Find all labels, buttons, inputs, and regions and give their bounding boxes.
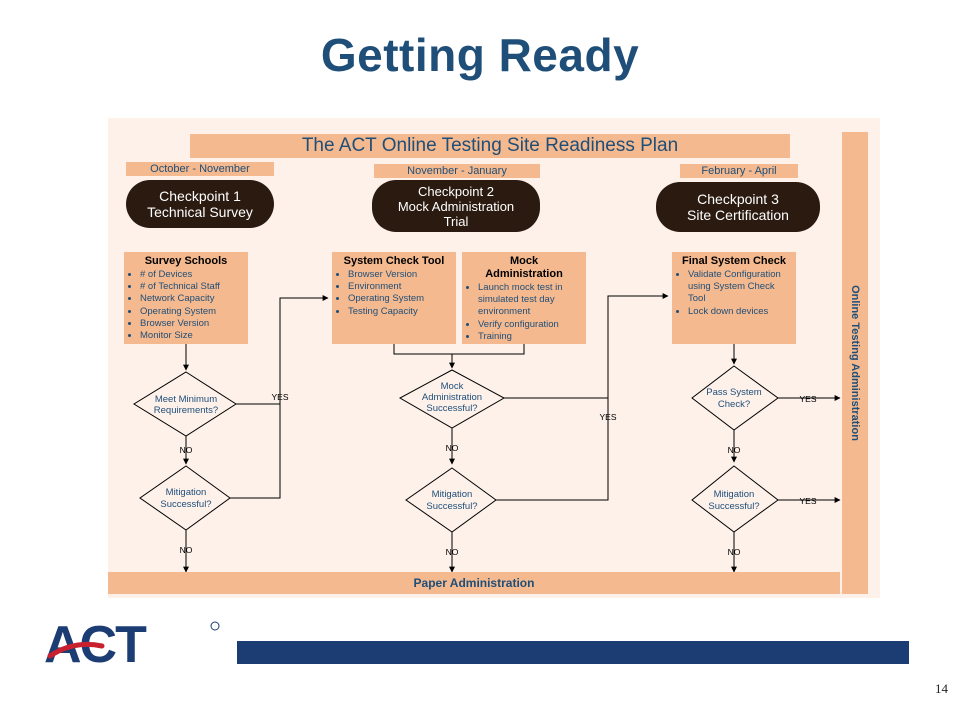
- label-yes: YES: [799, 496, 816, 506]
- online-testing-administration-bar: Online Testing Administration: [842, 132, 868, 594]
- label-no: NO: [728, 547, 741, 557]
- label-no: NO: [446, 547, 459, 557]
- list-item: Testing Capacity: [348, 306, 452, 318]
- list-item: Environment: [348, 281, 452, 293]
- connector-col2-boxes: [393, 344, 525, 355]
- final-system-check-box: Final System Check Validate Configuratio…: [672, 252, 796, 344]
- list-item: Browser Version: [140, 318, 244, 330]
- connector-mitigation-1: [230, 404, 281, 499]
- label-yes: YES: [271, 392, 288, 402]
- act-logo-swoosh: [47, 641, 105, 659]
- readiness-flowchart: The ACT Online Testing Site Readiness Pl…: [108, 118, 880, 598]
- list-item: Network Capacity: [140, 293, 244, 305]
- label-yes: YES: [799, 394, 816, 404]
- list-item: # of Devices: [140, 269, 244, 281]
- final-system-check-title: Final System Check: [682, 255, 786, 267]
- diagram-banner: The ACT Online Testing Site Readiness Pl…: [190, 134, 790, 158]
- page-number: 14: [935, 681, 948, 696]
- checkpoint-1-title: Checkpoint 1: [159, 188, 241, 204]
- checkpoint-2-subtitle-2: Trial: [443, 213, 469, 229]
- system-check-tool-title: System Check Tool: [343, 255, 445, 267]
- list-item: Operating System: [140, 306, 244, 318]
- list-item: Verify configuration: [478, 319, 582, 331]
- list-item: Browser Version: [348, 269, 452, 281]
- slide-title: Getting Ready: [320, 29, 640, 81]
- mock-administration-title: Mock Administration: [466, 255, 582, 281]
- list-item: Training: [478, 331, 582, 343]
- decision-mitigation-2: [405, 467, 497, 533]
- checkpoint-2-subtitle: Mock Administration: [397, 198, 515, 214]
- survey-schools-box: Survey Schools # of Devices # of Technic…: [124, 252, 248, 344]
- list-item: Lock down devices: [688, 306, 792, 318]
- checkpoint-3-dates: February - April: [680, 164, 798, 178]
- system-check-tool-box: System Check Tool Browser Version Enviro…: [332, 252, 456, 344]
- checkpoint-1-dates: October - November: [126, 162, 274, 176]
- label-no: NO: [180, 445, 193, 455]
- arrow-d1-yes: [236, 295, 329, 405]
- mock-title-line-1: Mock: [509, 255, 539, 267]
- checkpoint-1: Checkpoint 1 Technical Survey: [126, 180, 274, 228]
- checkpoint-1-subtitle: Technical Survey: [147, 204, 253, 220]
- registered-mark-icon: [210, 621, 220, 631]
- checkpoint-3-subtitle: Site Certification: [687, 207, 789, 223]
- mock-administration-box: Mock Administration Launch mock test in …: [462, 252, 586, 344]
- footer-bar: [237, 641, 909, 664]
- checkpoint-2-dates: November - January: [374, 164, 540, 178]
- label-no: NO: [180, 545, 193, 555]
- arrow-d2-yes: [504, 293, 669, 399]
- survey-schools-title: Survey Schools: [144, 255, 228, 267]
- act-logo: ACT: [44, 616, 220, 670]
- label-no: NO: [446, 443, 459, 453]
- connector-mitigation-2: [496, 398, 609, 501]
- online-testing-administration-label: Online Testing Administration: [849, 285, 861, 441]
- checkpoint-2: Checkpoint 2 Mock Administration Trial: [372, 180, 540, 232]
- list-item: Monitor Size: [140, 330, 244, 342]
- decision-pass-system-check: [691, 365, 779, 431]
- list-item: Launch mock test in simulated test day e…: [478, 282, 582, 319]
- label-no: NO: [728, 445, 741, 455]
- list-item: Operating System: [348, 293, 452, 305]
- list-item: Validate Configuration using System Chec…: [688, 269, 792, 306]
- list-item: # of Technical Staff: [140, 281, 244, 293]
- checkpoint-3: Checkpoint 3 Site Certification: [656, 182, 820, 232]
- decision-mitigation-1: [139, 465, 231, 531]
- paper-administration-bar: Paper Administration: [108, 572, 840, 594]
- mock-title-line-2: Administration: [485, 268, 563, 280]
- checkpoint-3-title: Checkpoint 3: [697, 191, 779, 207]
- checkpoint-2-title: Checkpoint 2: [418, 183, 494, 199]
